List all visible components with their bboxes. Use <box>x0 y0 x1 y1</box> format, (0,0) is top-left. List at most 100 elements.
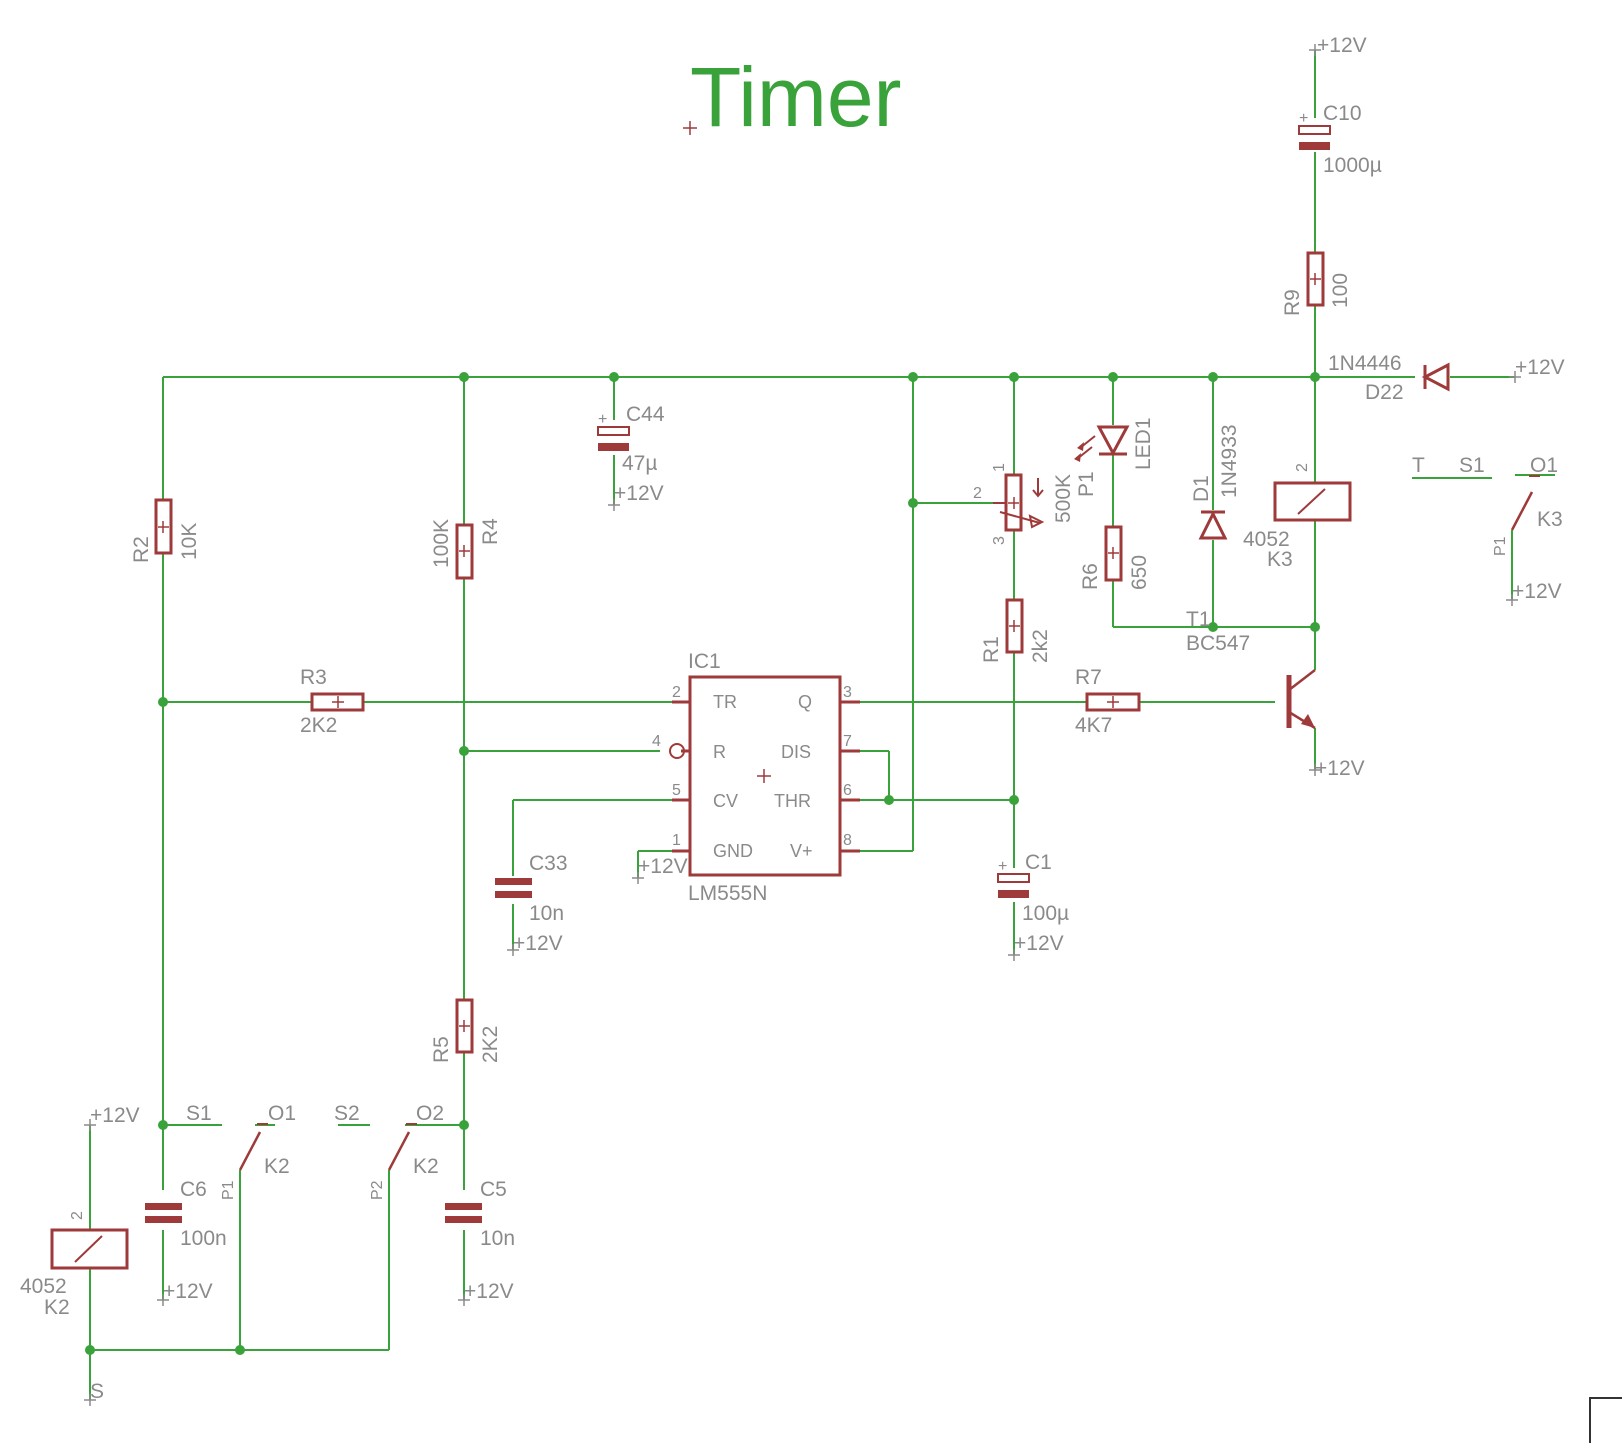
k3-coil-pin: 2 <box>1294 463 1311 472</box>
r9-name: R9 <box>1281 289 1304 316</box>
ic1-pin-tr: TR <box>713 692 737 712</box>
svg-text:+12V: +12V <box>1317 34 1367 57</box>
ic1-pin-thr: THR <box>774 791 811 811</box>
k2-coil-pin: 2 <box>69 1211 86 1220</box>
c1-value: 100µ <box>1022 902 1069 925</box>
relay-k3-contact: T S1 O1 K3 P1 <box>1412 454 1563 556</box>
r3-value: 2K2 <box>300 714 337 737</box>
resistor-r2: R2 10K <box>130 498 201 563</box>
capacitor-c1: + C1 100µ <box>997 851 1069 925</box>
resistor-r3: R3 2K2 <box>300 666 365 737</box>
capacitor-c33: C33 10n <box>495 852 568 925</box>
schematic-title: Timer <box>690 50 902 144</box>
t1-name: T1 <box>1186 608 1211 631</box>
r1-value: 2k2 <box>1029 629 1052 663</box>
svg-text:+12V: +12V <box>638 855 688 878</box>
k3-contact-name: K3 <box>1537 508 1563 531</box>
c44-value: 47µ <box>622 452 657 475</box>
ic1-name: IC1 <box>688 650 721 673</box>
supply-c1: +12V <box>1008 932 1064 961</box>
svg-text:+12V: +12V <box>1512 580 1562 603</box>
r4-name: R4 <box>479 518 502 545</box>
svg-text:+: + <box>598 411 607 428</box>
svg-text:+12V: +12V <box>614 482 664 505</box>
k3-contact-o1: O1 <box>1530 454 1558 477</box>
p1-value: 500K <box>1052 474 1075 523</box>
potentiometer-p1: 1 2 3 500K P1 <box>973 463 1098 545</box>
k2b-contact-name: K2 <box>413 1155 439 1178</box>
svg-text:+12V: +12V <box>1515 356 1565 379</box>
r2-name: R2 <box>130 536 153 563</box>
r6-value: 650 <box>1128 555 1151 590</box>
c10-name: C10 <box>1323 102 1362 125</box>
r3-name: R3 <box>300 666 327 689</box>
svg-text:S: S <box>90 1380 104 1403</box>
capacitor-c5: C5 10n <box>445 1178 515 1250</box>
frame-corner <box>1589 1397 1622 1443</box>
capacitor-c44: + C44 47µ <box>597 403 665 475</box>
p1-pin-3: 3 <box>991 536 1008 545</box>
d22-name: D22 <box>1365 381 1404 404</box>
svg-text:+: + <box>998 858 1007 875</box>
r9-value: 100 <box>1329 273 1352 308</box>
ic1-pin-q: Q <box>798 692 812 712</box>
resistor-r5: R5 2K2 <box>430 998 502 1063</box>
resistor-r9: R9 100 <box>1281 251 1352 316</box>
k3-contact-p1: P1 <box>1492 536 1509 556</box>
k2a-contact-p1: P1 <box>220 1180 237 1200</box>
diode-d22: 1N4446 D22 <box>1328 352 1450 404</box>
k2-value: 4052 <box>20 1275 67 1298</box>
resistor-r1: R1 2k2 <box>980 598 1052 663</box>
supply-d22: +12V <box>1509 356 1565 383</box>
supply-c5: +12V <box>458 1280 514 1306</box>
c33-name: C33 <box>529 852 568 875</box>
ic1-pinnum-4: 4 <box>652 733 661 750</box>
c44-name: C44 <box>626 403 665 426</box>
ic1-pinnum-8: 8 <box>843 832 852 849</box>
c5-value: 10n <box>480 1227 515 1250</box>
d1-value: 1N4933 <box>1218 424 1241 498</box>
led1: LED1 <box>1074 417 1155 470</box>
r6-name: R6 <box>1079 563 1102 590</box>
supply-c44: +12V <box>608 482 664 511</box>
k2-name: K2 <box>44 1296 70 1319</box>
k2a-contact-s1: S1 <box>186 1102 212 1125</box>
ic1-pinnum-5: 5 <box>672 782 681 799</box>
c6-value: 100n <box>180 1227 227 1250</box>
k3-contact-s1: S1 <box>1459 454 1485 477</box>
k2b-contact-s2: S2 <box>334 1102 360 1125</box>
ground-s-label: S <box>84 1380 104 1406</box>
svg-text:+12V: +12V <box>90 1104 140 1127</box>
supply-c33: +12V <box>507 932 563 956</box>
capacitor-c10: + C10 1000µ <box>1298 102 1382 177</box>
p1-name: P1 <box>1075 471 1098 497</box>
ic1-pinnum-6: 6 <box>843 782 852 799</box>
diode-d1: D1 1N4933 <box>1190 424 1241 540</box>
supply-t1-emitter: +12V <box>1309 757 1365 780</box>
transistor-t1: T1 BC547 <box>1186 608 1316 730</box>
junction-dots <box>85 372 1320 1355</box>
c1-name: C1 <box>1025 851 1052 874</box>
supply-k3-contact: +12V <box>1506 580 1562 606</box>
ic1-timer-chip: IC1 LM555N TR R CV GND Q DIS THR V+ 2 4 … <box>652 650 860 905</box>
r1-name: R1 <box>980 636 1003 663</box>
k2a-contact-o1: O1 <box>268 1102 296 1125</box>
resistor-r7: R7 4K7 <box>1075 666 1141 737</box>
title-origin-mark <box>683 121 697 135</box>
svg-text:+: + <box>1299 110 1308 127</box>
supply-c6: +12V <box>157 1280 213 1306</box>
supply-c10-top: +12V <box>1309 34 1367 57</box>
k3-contact-t: T <box>1412 454 1425 477</box>
r5-value: 2K2 <box>479 1026 502 1063</box>
svg-text:+12V: +12V <box>1315 757 1365 780</box>
r5-name: R5 <box>430 1036 453 1063</box>
led1-name: LED1 <box>1132 417 1155 470</box>
relay-k2-contact-b: S2 O2 K2 P2 <box>334 1102 444 1200</box>
ic1-pin-dis: DIS <box>781 742 811 762</box>
svg-text:+12V: +12V <box>1014 932 1064 955</box>
svg-text:+12V: +12V <box>513 932 563 955</box>
r4-value: 100K <box>430 519 453 568</box>
d1-name: D1 <box>1190 475 1213 502</box>
c5-name: C5 <box>480 1178 507 1201</box>
